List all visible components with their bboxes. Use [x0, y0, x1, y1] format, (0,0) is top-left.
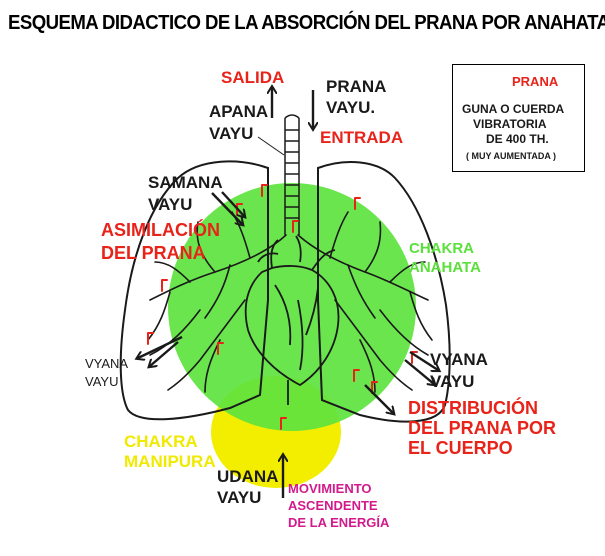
- label-el-cuerpo: EL CUERPO: [408, 438, 513, 458]
- label-vyana-left-vayu: VAYU: [85, 374, 119, 389]
- label-salida: SALIDA: [221, 68, 285, 87]
- label-distribucion: DISTRIBUCIÓN: [408, 398, 538, 418]
- legend-line-2: VIBRATORIA: [473, 117, 547, 131]
- legend-box: [452, 64, 585, 172]
- legend-line-3: DE 400 TH.: [486, 132, 549, 146]
- label-samana-vayu: VAYU: [148, 195, 193, 214]
- legend-line-4: ( MUY AUMENTADA ): [466, 151, 556, 161]
- label-chakra-manipura: CHAKRA: [124, 432, 198, 451]
- trachea: [284, 114, 300, 235]
- label-del-prana-por: DEL PRANA POR: [408, 418, 557, 438]
- label-apana: APANA: [209, 102, 269, 121]
- legend-line-1: GUNA O CUERDA: [462, 102, 565, 116]
- right-lung-outline: [317, 161, 451, 423]
- label-udana-vayu: VAYU: [217, 488, 262, 507]
- trachea-pointer-line: [257, 136, 285, 156]
- label-ascendente: ASCENDENTE: [288, 498, 378, 513]
- label-anahata: ANAHATA: [409, 259, 481, 276]
- label-samana: SAMANA: [148, 173, 223, 192]
- label-chakra-anahata: CHAKRA: [409, 240, 474, 257]
- vyana-right-arrow-2: [404, 359, 434, 384]
- label-movimiento: MOVIMIENTO: [288, 481, 372, 496]
- label-vyana-right: VYANA: [430, 350, 488, 369]
- vyana-right-arrow-1: [409, 350, 438, 370]
- label-asimilacion: ASIMILACIÓN: [101, 220, 220, 240]
- bronchial-tree: [147, 211, 433, 393]
- heart: [244, 235, 340, 387]
- vyana-left-arrow-1: [138, 335, 183, 358]
- label-de-la-energia: DE LA ENERGÍA: [288, 515, 390, 530]
- vyana-left-arrow-2: [150, 341, 179, 366]
- label-prana-vayu: VAYU.: [326, 98, 376, 117]
- label-vyana-left: VYANA: [85, 356, 129, 371]
- page-title: ESQUEMA DIDACTICO DE LA ABSORCIÓN DEL PR…: [8, 12, 605, 34]
- label-entrada: ENTRADA: [320, 128, 404, 147]
- arrows: [138, 88, 438, 498]
- label-apana-vayu: VAYU: [209, 124, 254, 143]
- label-udana: UDANA: [217, 467, 279, 486]
- label-manipura: MANIPURA: [124, 452, 216, 471]
- label-prana: PRANA: [326, 77, 387, 96]
- distribucion-arrow: [364, 384, 393, 413]
- label-vyana-right-vayu: VAYU: [430, 372, 475, 391]
- label-del-prana: DEL PRANA: [101, 243, 206, 263]
- legend-prana-label: PRANA: [512, 74, 559, 89]
- samana-arrow-2: [221, 191, 244, 216]
- left-lung-outline: [119, 160, 269, 421]
